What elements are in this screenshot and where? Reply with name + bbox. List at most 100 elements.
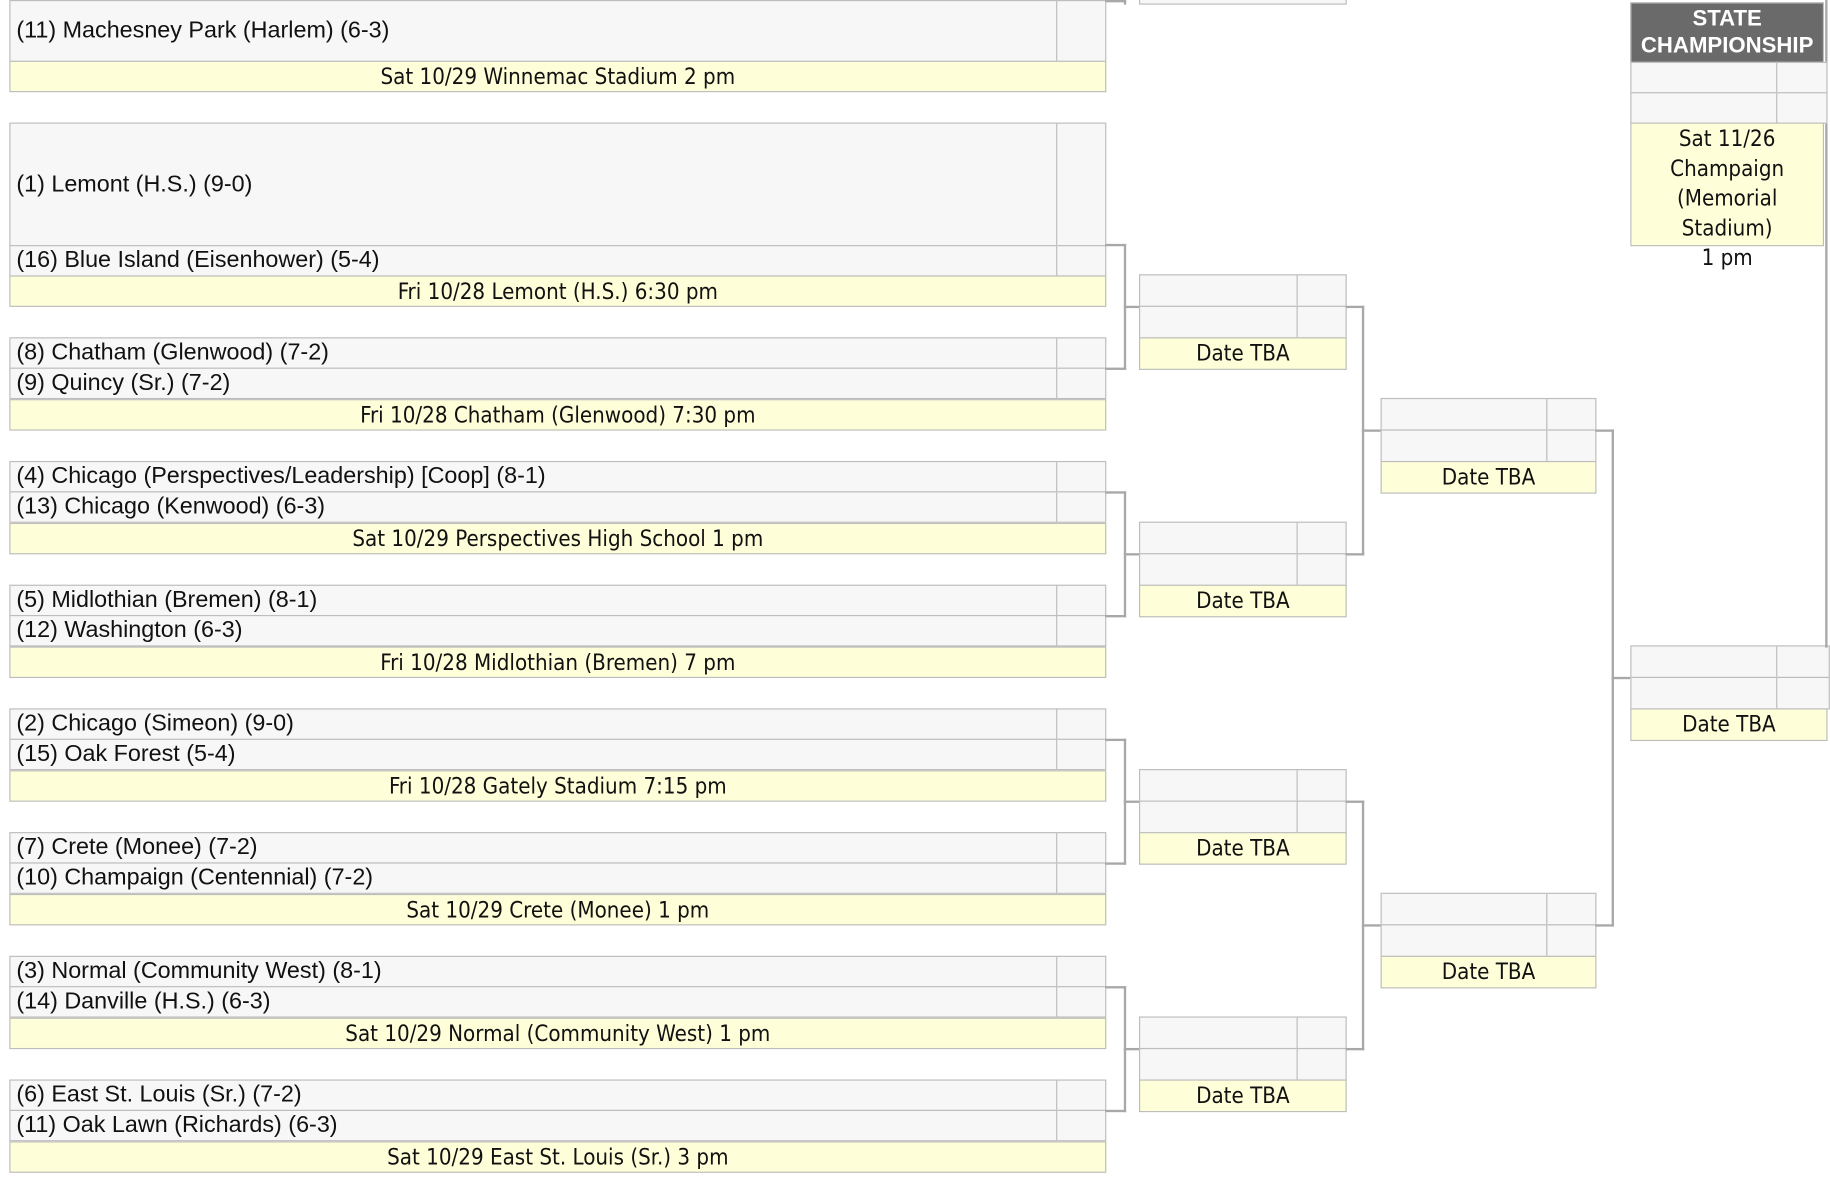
bracket-line <box>1105 1109 1127 1113</box>
score-cell <box>1546 397 1597 431</box>
team-name: (16) Blue Island (Eisenhower) (5-4) <box>16 247 380 274</box>
bracket-line <box>1105 367 1127 370</box>
team-slot <box>1138 800 1298 834</box>
bracket-line <box>1361 924 1381 927</box>
game-info: Date TBA <box>1138 832 1347 865</box>
team-slot: (10) Champaign (Centennial) (7-2) <box>9 862 1058 894</box>
score-cell <box>1056 491 1107 523</box>
score-cell <box>1296 305 1347 339</box>
team-slot <box>1630 645 1778 679</box>
score-cell <box>1296 769 1347 802</box>
team-name: (15) Oak Forest (5-4) <box>16 741 236 767</box>
score-cell <box>1776 92 1828 124</box>
team-slot: (11) Machesney Park (Harlem) (6-3) <box>9 0 1058 62</box>
team-name: (13) Chicago (Kenwood) (6-3) <box>16 493 326 520</box>
score-cell <box>1056 862 1107 894</box>
team-name: (12) Washington (6-3) <box>16 617 243 644</box>
team-slot: (4) Chicago (Perspectives/Leadership) [C… <box>9 460 1058 493</box>
score-cell <box>1056 832 1107 864</box>
game-info: Fri 10/28 Midlothian (Bremen) 7 pm <box>9 646 1107 679</box>
bracket-line <box>1105 986 1127 989</box>
bracket-line <box>1595 429 1614 432</box>
score-cell <box>1546 892 1597 926</box>
team-slot <box>1630 61 1778 94</box>
score-cell <box>1296 274 1347 307</box>
bracket-line <box>1345 553 1365 556</box>
team-slot <box>1138 521 1298 555</box>
team-name: (8) Chatham (Glenwood) (7-2) <box>16 339 329 366</box>
team-name: (6) East St. Louis (Sr.) (7-2) <box>16 1081 302 1108</box>
game-info: Sat 10/29 Crete (Monee) 1 pm <box>9 893 1107 926</box>
next-slot <box>1138 0 1347 5</box>
team-slot: (9) Quincy (Sr.) (7-2) <box>9 367 1058 400</box>
team-slot: (6) East St. Louis (Sr.) (7-2) <box>9 1079 1058 1111</box>
team-slot <box>1138 1016 1298 1050</box>
team-slot <box>1138 274 1298 307</box>
score-cell <box>1056 337 1107 369</box>
bracket-line <box>1105 491 1127 494</box>
game-info: Fri 10/28 Chatham (Glenwood) 7:30 pm <box>9 399 1107 431</box>
team-slot <box>1380 397 1548 431</box>
score-cell <box>1056 1079 1107 1111</box>
team-slot <box>1138 1047 1298 1081</box>
score-cell <box>1056 460 1107 493</box>
team-slot <box>1630 676 1778 710</box>
team-slot: (1) Lemont (H.S.) (9-0) <box>9 122 1058 247</box>
score-cell <box>1056 122 1107 247</box>
game-info: Sat 10/29 East St. Louis (Sr.) 3 pm <box>9 1141 1107 1173</box>
bracket-line <box>1123 800 1141 803</box>
score-cell <box>1056 0 1107 62</box>
championship-info: Sat 11/26 Champaign (Memorial Stadium) 1… <box>1630 122 1825 271</box>
game-info: Sat 10/29 Winnemac Stadium 2 pm <box>9 60 1107 93</box>
score-cell <box>1296 521 1347 555</box>
team-name: (4) Chicago (Perspectives/Leadership) [C… <box>16 463 546 489</box>
bracket-line <box>1105 0 1127 3</box>
team-slot: (2) Chicago (Simeon) (9-0) <box>9 708 1058 740</box>
team-slot: (8) Chatham (Glenwood) (7-2) <box>9 337 1058 369</box>
score-cell <box>1296 800 1347 834</box>
bracket-line <box>1825 0 1828 648</box>
score-cell <box>1056 738 1107 771</box>
team-name: (7) Crete (Monee) (7-2) <box>16 834 258 861</box>
score-cell <box>1056 708 1107 740</box>
team-name: (11) Machesney Park (Harlem) (6-3) <box>16 17 390 44</box>
game-info: Date TBA <box>1380 955 1597 989</box>
score-cell <box>1546 924 1597 957</box>
team-name: (1) Lemont (H.S.) (9-0) <box>16 170 253 197</box>
score-cell <box>1296 553 1347 586</box>
bracket-line <box>1595 924 1614 927</box>
bracket-line <box>1361 429 1381 432</box>
game-info: Date TBA <box>1380 460 1597 494</box>
score-cell <box>1546 429 1597 463</box>
team-slot: (15) Oak Forest (5-4) <box>9 738 1058 771</box>
team-slot: (16) Blue Island (Eisenhower) (5-4) <box>9 245 1058 277</box>
team-slot: (7) Crete (Monee) (7-2) <box>9 832 1058 864</box>
score-cell <box>1056 955 1107 988</box>
bracket-line <box>1105 862 1127 865</box>
team-slot: (3) Normal (Community West) (8-1) <box>9 955 1058 988</box>
team-name: (2) Chicago (Simeon) (9-0) <box>16 710 294 737</box>
score-cell <box>1056 367 1107 400</box>
bracket-line <box>1123 1047 1141 1051</box>
team-slot: (11) Oak Lawn (Richards) (6-3) <box>9 1109 1058 1142</box>
team-slot <box>1630 92 1778 124</box>
bracket-line <box>1105 615 1127 618</box>
score-cell <box>1776 645 1830 679</box>
bracket-line <box>1345 305 1365 309</box>
team-slot <box>1138 769 1298 802</box>
bracket-line <box>1345 800 1365 803</box>
team-name: (5) Midlothian (Bremen) (8-1) <box>16 587 318 613</box>
score-cell <box>1296 1016 1347 1050</box>
game-info: Date TBA <box>1138 337 1347 370</box>
team-name: (14) Danville (H.S.) (6-3) <box>16 988 271 1015</box>
game-info: Fri 10/28 Gately Stadium 7:15 pm <box>9 770 1107 802</box>
bracket-line <box>1123 553 1141 556</box>
team-slot <box>1380 429 1548 463</box>
team-slot: (5) Midlothian (Bremen) (8-1) <box>9 584 1058 617</box>
team-slot: (13) Chicago (Kenwood) (6-3) <box>9 491 1058 523</box>
team-slot: (12) Washington (6-3) <box>9 615 1058 647</box>
score-cell <box>1056 986 1107 1018</box>
team-slot <box>1380 924 1548 957</box>
score-cell <box>1056 615 1107 647</box>
